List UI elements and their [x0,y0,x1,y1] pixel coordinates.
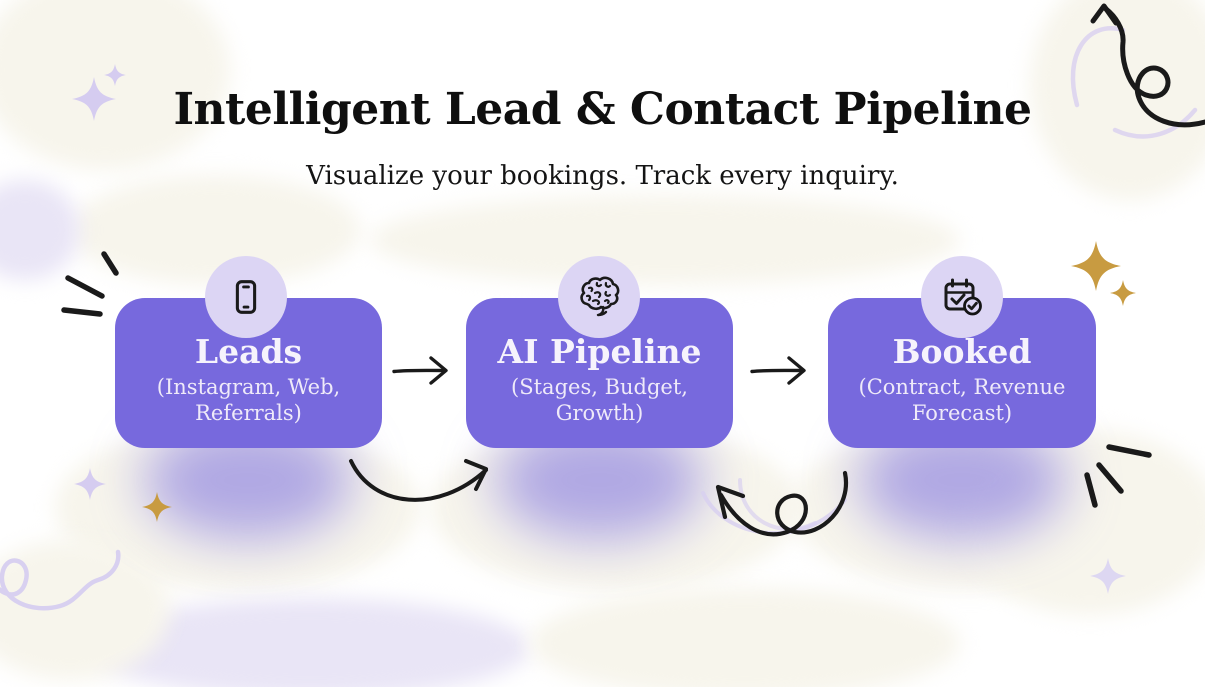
emphasis-dashes-icon [61,251,119,317]
sparkle-icon [74,468,106,500]
page-subtitle: Visualize your bookings. Track every inq… [306,161,899,191]
stage-subtitle: (Instagram, Web, Referrals) [156,375,341,425]
sparkle-icon [104,64,126,86]
stage-title: AI Pipeline [497,332,702,371]
cloud-shape [370,195,960,285]
sparkle-icon [142,492,172,522]
arrow-right-icon [750,356,806,385]
stage-icon-circle [205,256,287,338]
sparkle-icon [72,77,116,121]
stage-subtitle: (Contract, Revenue Forecast) [858,375,1066,425]
stage-icon-circle [921,256,1003,338]
loop-arrow-icon [701,470,849,537]
stage-icon-circle [558,256,640,338]
curly-arrow-up-icon [1070,3,1205,139]
smartphone-icon [223,274,269,320]
brain-icon [575,273,623,321]
sparkle-icon [1110,280,1136,306]
calendar-check-icon [938,273,986,321]
curved-arrow-icon [349,459,488,502]
cloud-shape [530,588,960,687]
page-title: Intelligent Lead & Contact Pipeline [173,84,1032,135]
emphasis-dashes-icon [1084,444,1152,508]
stage-subtitle: (Stages, Budget, Growth) [511,375,688,425]
cloud-shape [0,540,170,680]
swirl-icon [0,549,121,611]
stage-title: Booked [892,332,1032,371]
arrow-right-icon [392,356,448,385]
stage-title: Leads [194,332,303,371]
cloud-shape [1030,0,1205,200]
sparkle-icon [1071,241,1121,291]
sparkle-icon [1090,558,1126,594]
cloud-shape [70,175,360,285]
